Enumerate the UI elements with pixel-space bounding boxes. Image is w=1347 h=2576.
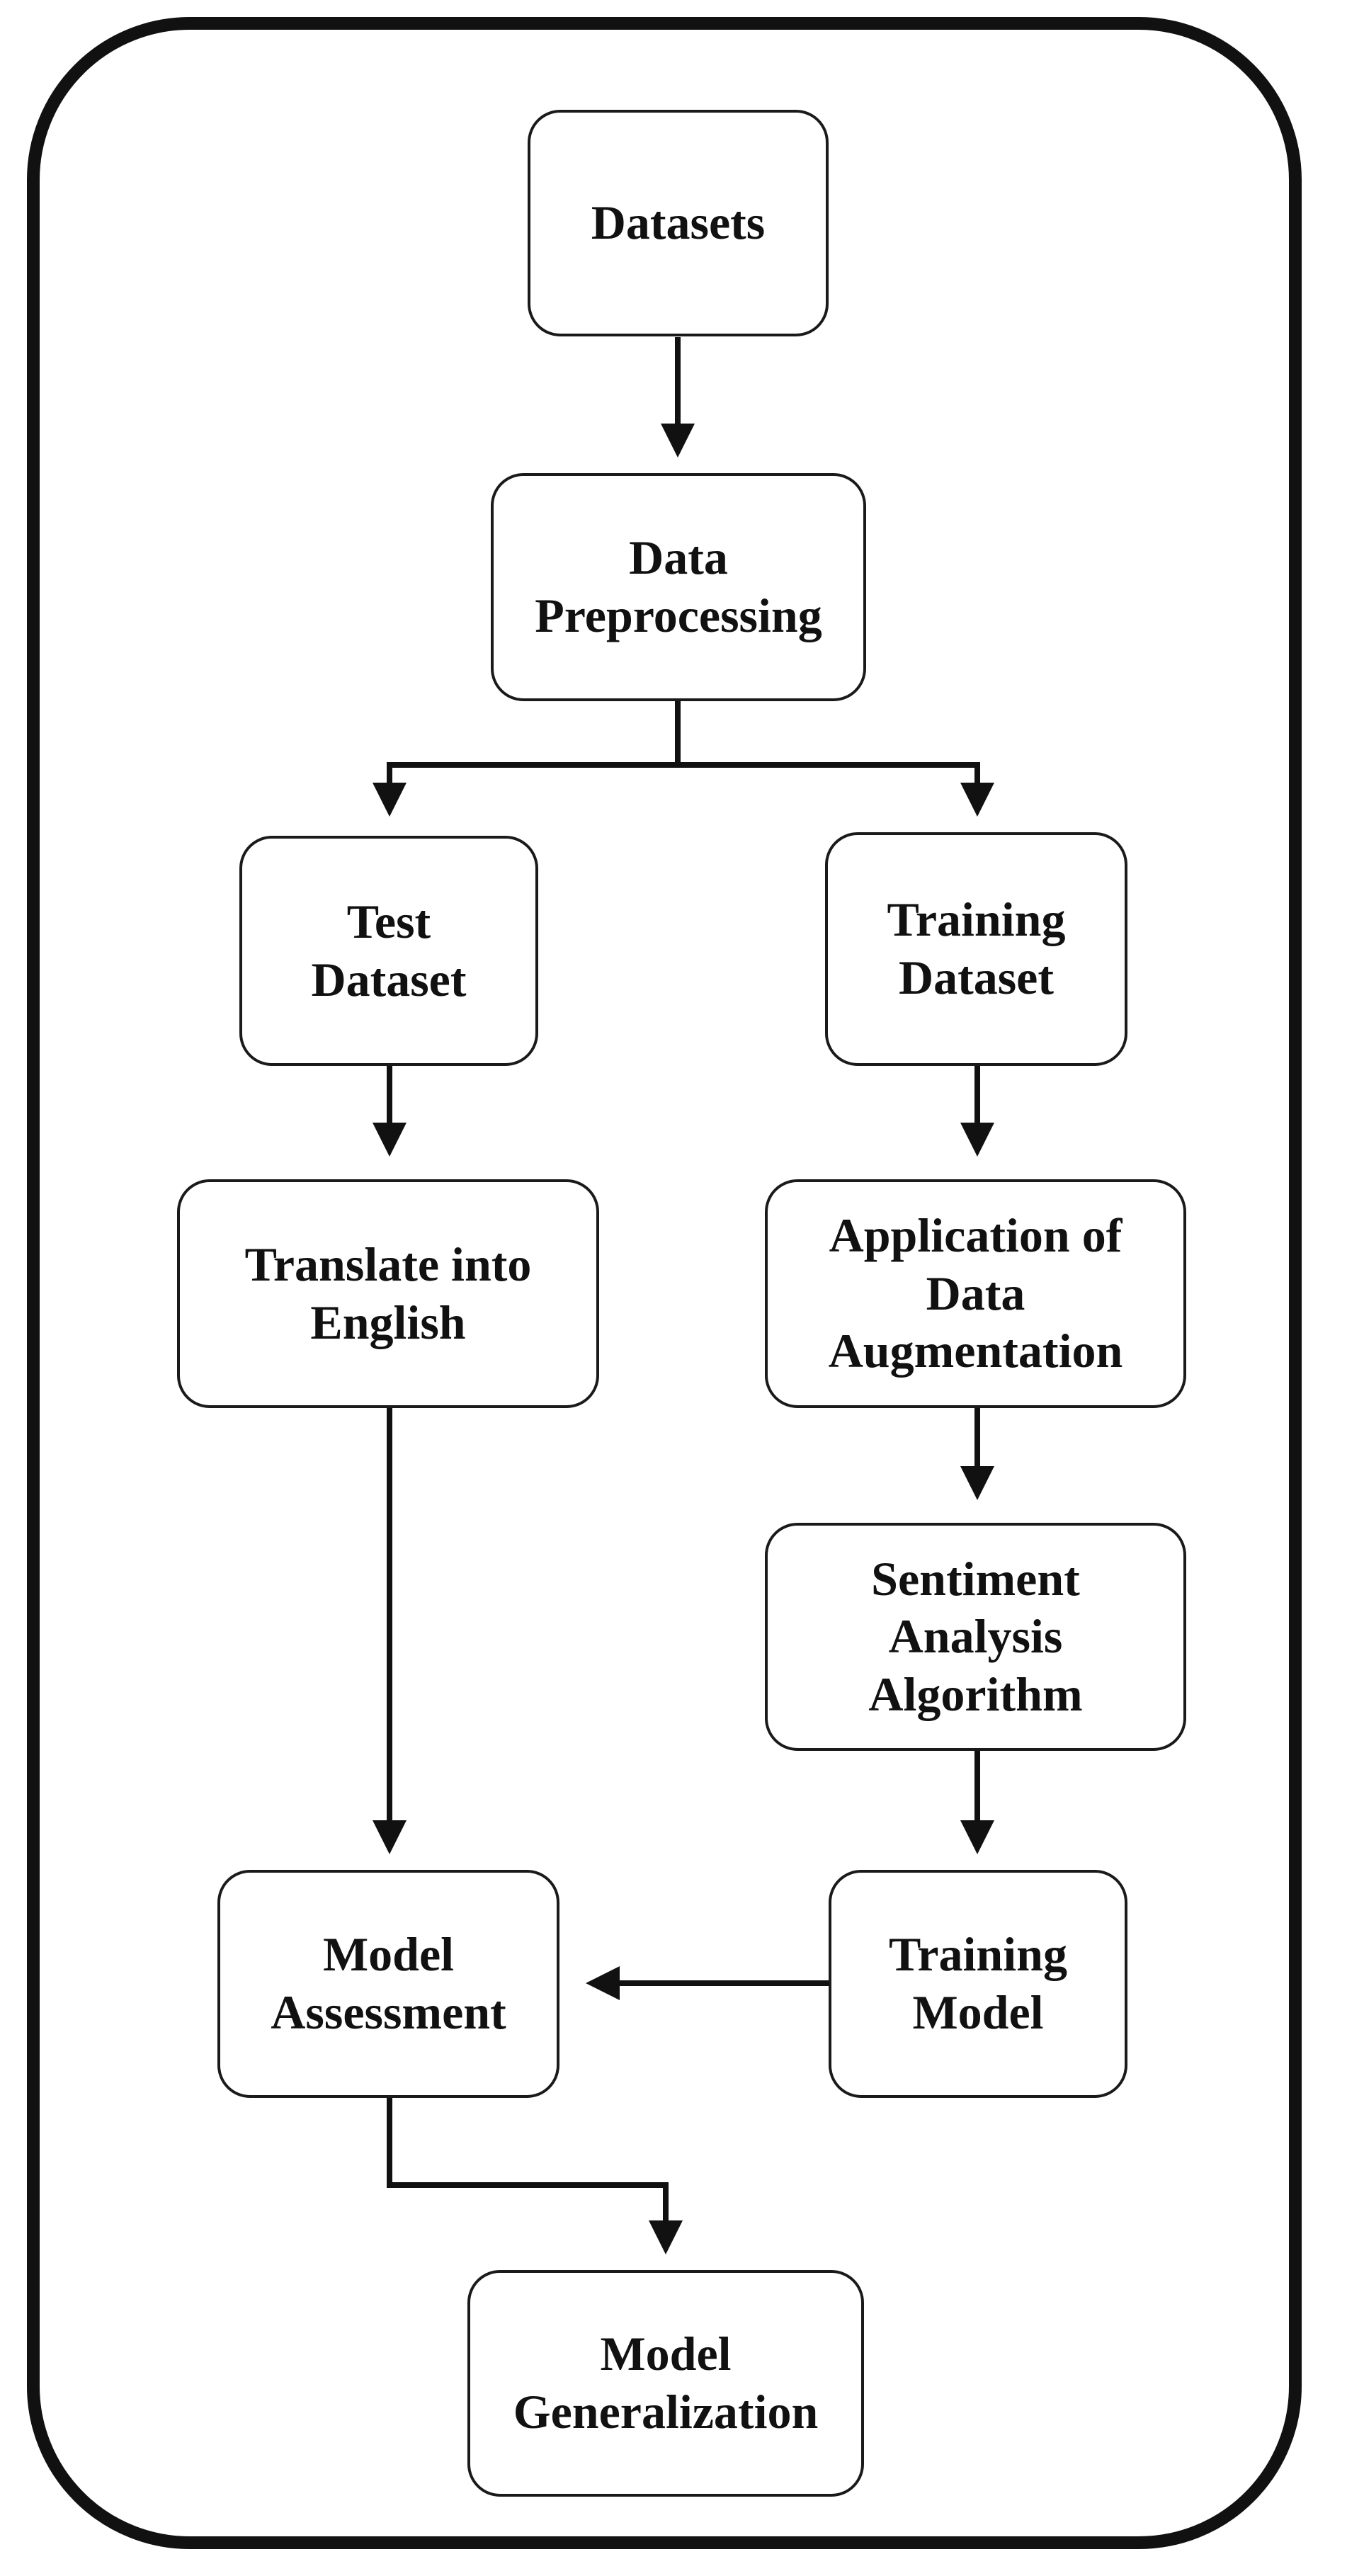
node-sentiment-analysis-algorithm: Sentiment Analysis Algorithm xyxy=(765,1523,1186,1751)
node-model-generalization: Model Generalization xyxy=(467,2270,864,2497)
node-data-preprocessing: Data Preprocessing xyxy=(491,473,866,701)
arrow-assessment-to-generalization xyxy=(387,2098,683,2254)
node-translate-into-english: Translate into English xyxy=(177,1179,599,1408)
node-training-dataset: Training Dataset xyxy=(825,832,1127,1066)
node-datasets-label: Datasets xyxy=(591,195,766,250)
node-training-model-label: Training Model xyxy=(889,1927,1067,2039)
node-data-preprocessing-label: Data Preprocessing xyxy=(535,530,822,642)
node-test-dataset-label: Test Dataset xyxy=(311,894,467,1006)
node-application-of-data-augmentation: Application of Data Augmentation xyxy=(765,1179,1186,1408)
node-model-assessment-label: Model Assessment xyxy=(271,1927,506,2039)
node-test-dataset: Test Dataset xyxy=(239,836,538,1066)
node-model-assessment: Model Assessment xyxy=(217,1870,559,2098)
node-training-dataset-label: Training Dataset xyxy=(887,892,1066,1004)
node-model-generalization-label: Model Generalization xyxy=(513,2327,819,2439)
node-datasets: Datasets xyxy=(528,110,829,336)
node-translate-into-english-label: Translate into English xyxy=(244,1237,532,1349)
arrow-preprocessing-to-training-dataset xyxy=(678,762,994,817)
arrow-preprocessing-to-test-dataset xyxy=(373,701,681,817)
node-sentiment-analysis-algorithm-label: Sentiment Analysis Algorithm xyxy=(868,1551,1083,1721)
node-application-of-data-augmentation-label: Application of Data Augmentation xyxy=(828,1208,1123,1378)
node-training-model: Training Model xyxy=(829,1870,1127,2098)
diagram-outer-frame xyxy=(27,17,1302,2549)
